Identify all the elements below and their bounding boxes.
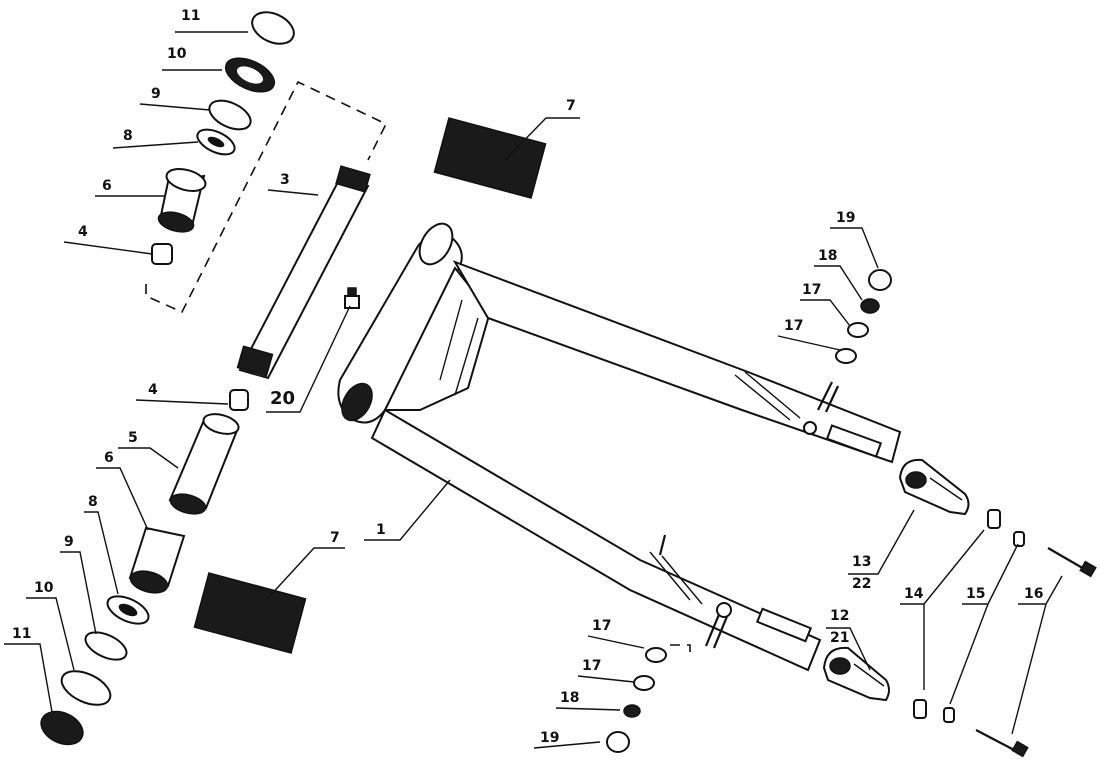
upper-bush-stack [151, 11, 295, 265]
callouts: 11 10 9 8 6 4 3 7 20 4 5 6 8 9 10 11 7 1… [12, 8, 1043, 746]
callout-label: 11 [12, 626, 31, 642]
assembly-guide-line [145, 80, 388, 314]
callout-label: 8 [88, 494, 98, 510]
callout-label: 8 [123, 128, 133, 144]
spindle [236, 165, 371, 380]
callout-label: 19 [836, 210, 855, 226]
callout-label: 15 [966, 586, 985, 602]
callout-label: 5 [128, 430, 138, 446]
callout-label: 4 [148, 382, 158, 398]
fork-end-upper [898, 458, 970, 516]
callout-label: 22 [852, 576, 871, 592]
callout-label: 9 [64, 534, 74, 550]
callout-label: 10 [167, 46, 187, 62]
callout-label: 17 [582, 658, 601, 674]
callout-label: 17 [802, 282, 821, 298]
callout-label: 1 [376, 522, 386, 538]
callout-label: 7 [330, 530, 340, 546]
callout-label: 10 [34, 580, 54, 596]
callout-label: 21 [830, 630, 849, 646]
callout-label: 6 [104, 450, 114, 466]
callout-label: 11 [181, 8, 200, 24]
callout-label: 16 [1024, 586, 1043, 602]
grease-nipple [344, 287, 360, 309]
fork-end-lower [822, 646, 890, 702]
small-hardware [606, 269, 1097, 758]
callout-label: 17 [592, 618, 611, 634]
callout-label: 7 [566, 98, 576, 114]
callout-label: 9 [151, 86, 161, 102]
callout-label: 19 [540, 730, 559, 746]
callout-label: 17 [784, 318, 803, 334]
callout-label: 18 [818, 248, 837, 264]
plate-upper [433, 117, 547, 199]
lower-bush-stack [40, 389, 249, 746]
leader-lines [4, 31, 1063, 749]
callout-label: 12 [830, 608, 849, 624]
plate-lower [193, 572, 307, 654]
callout-label: 18 [560, 690, 579, 706]
swing-arm [337, 222, 902, 672]
callout-label: 3 [280, 172, 290, 188]
callout-label: 4 [78, 224, 88, 240]
callout-label: 13 [852, 554, 871, 570]
callout-label: 20 [270, 388, 295, 409]
callout-label: 14 [904, 586, 924, 602]
callout-label: 6 [102, 178, 112, 194]
